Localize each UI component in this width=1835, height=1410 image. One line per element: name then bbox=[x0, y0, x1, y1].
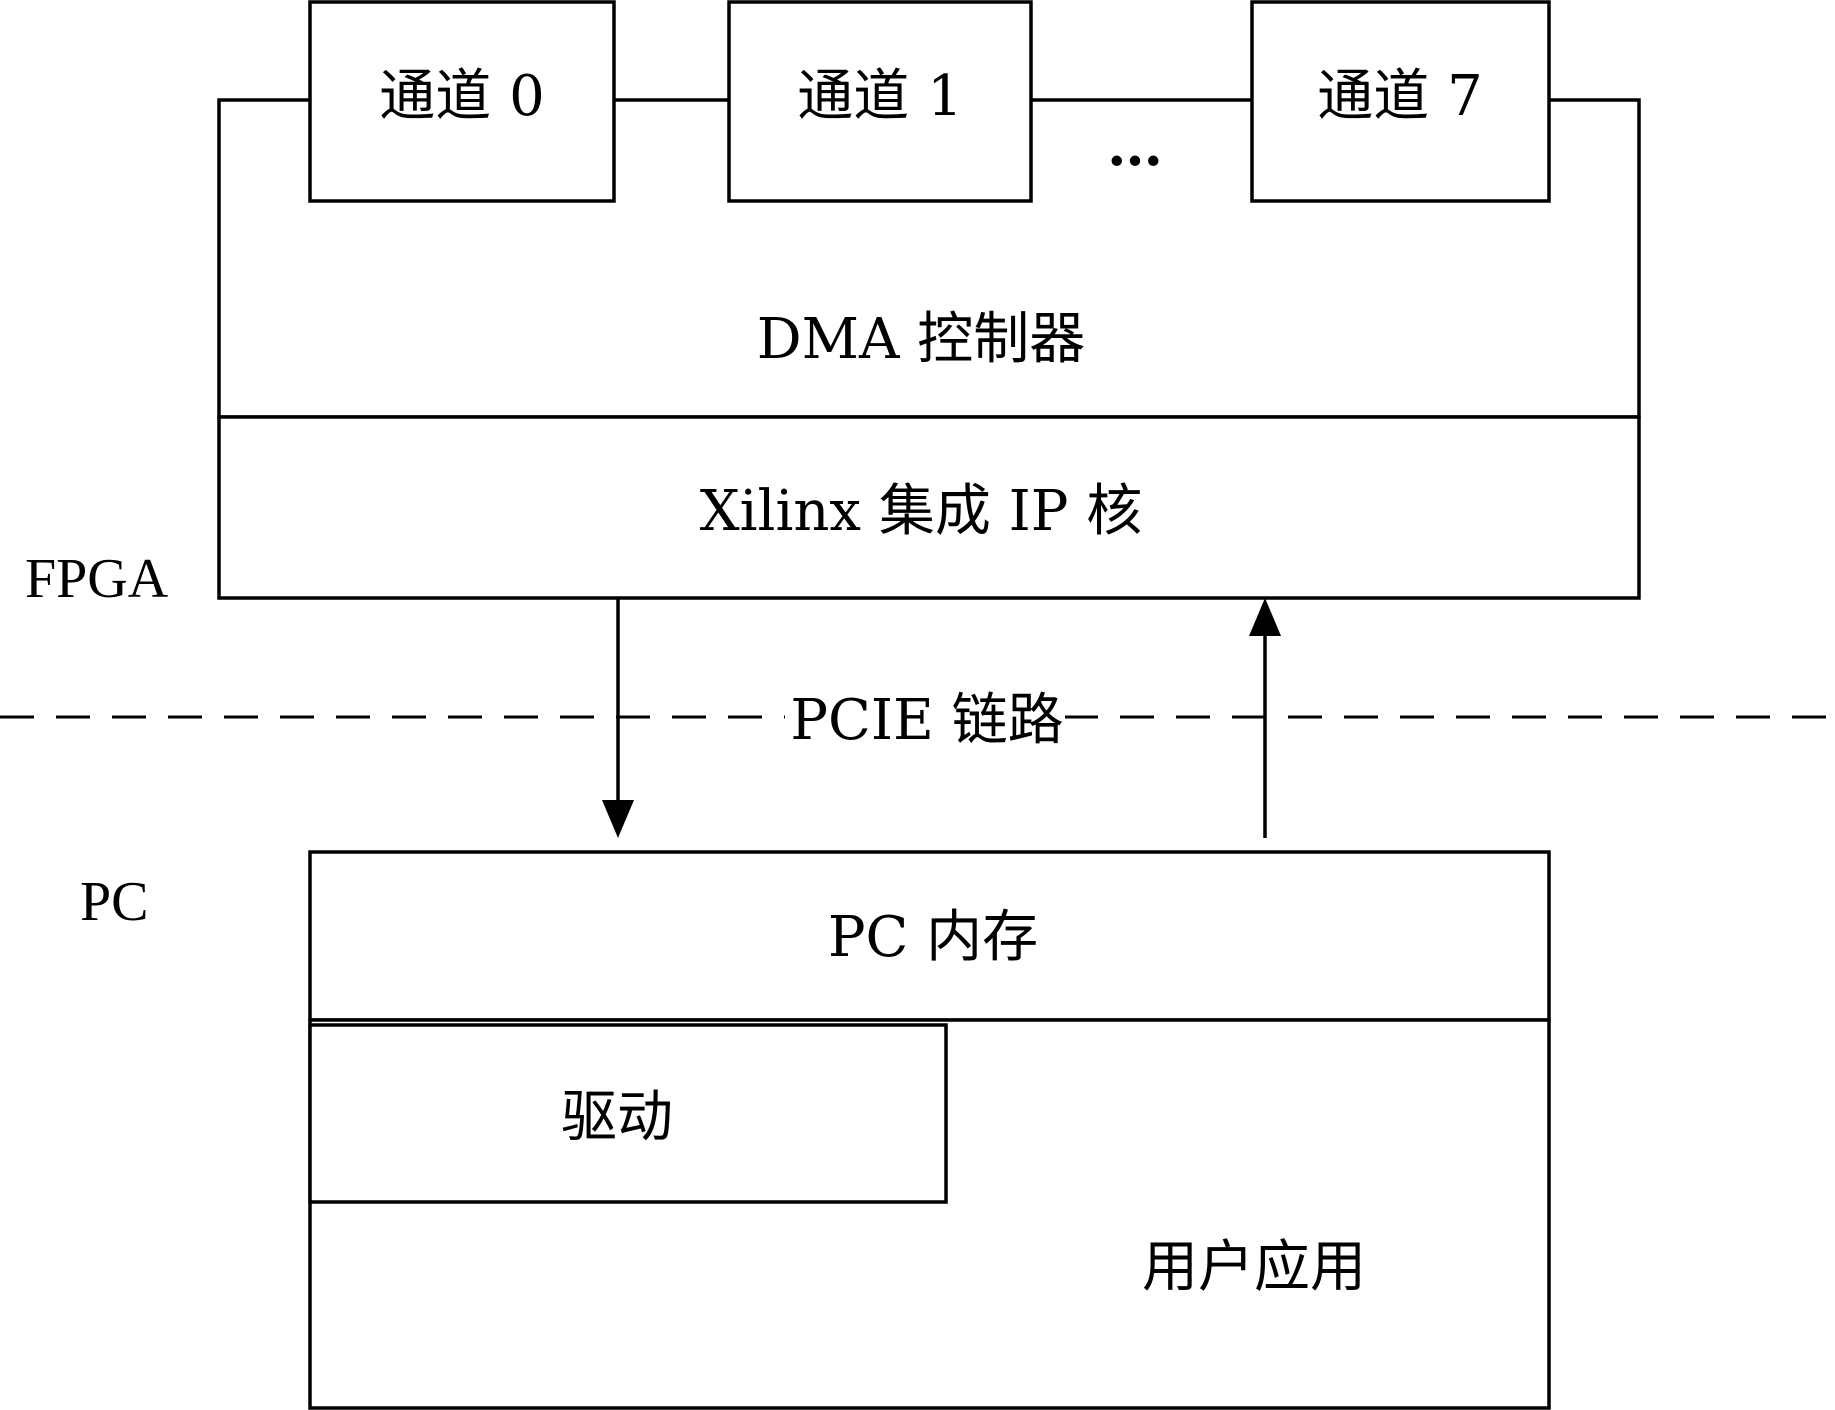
pcie-link-label: PCIE 链路 bbox=[790, 688, 1063, 753]
channel-label-1: 通道 1 bbox=[797, 64, 962, 129]
driver-label: 驱动 bbox=[561, 1085, 673, 1150]
downlink-arrowhead bbox=[602, 800, 634, 838]
channel-label-7: 通道 7 bbox=[1317, 64, 1482, 129]
channel-ellipsis: … bbox=[1107, 113, 1163, 179]
uplink-arrowhead bbox=[1249, 598, 1281, 636]
fpga-side-label: FPGA bbox=[25, 548, 169, 610]
ip-core-label: Xilinx 集成 IP 核 bbox=[700, 479, 1142, 544]
channel-box-7 bbox=[1250, 0, 1551, 203]
dma-controller-label: DMA 控制器 bbox=[757, 307, 1085, 372]
pcie-label-background bbox=[785, 685, 1065, 749]
ip-core-box bbox=[217, 415, 1641, 600]
pc-side-label: PC bbox=[80, 871, 149, 933]
driver-box bbox=[308, 1023, 948, 1204]
pc-memory-box bbox=[308, 850, 1551, 1022]
user-app-label: 用户应用 bbox=[1142, 1235, 1366, 1300]
pc-memory-label: PC 内存 bbox=[828, 905, 1038, 970]
channel-box-0 bbox=[308, 0, 616, 203]
channel-label-0: 通道 0 bbox=[379, 64, 544, 129]
channel-box-1 bbox=[727, 0, 1033, 203]
